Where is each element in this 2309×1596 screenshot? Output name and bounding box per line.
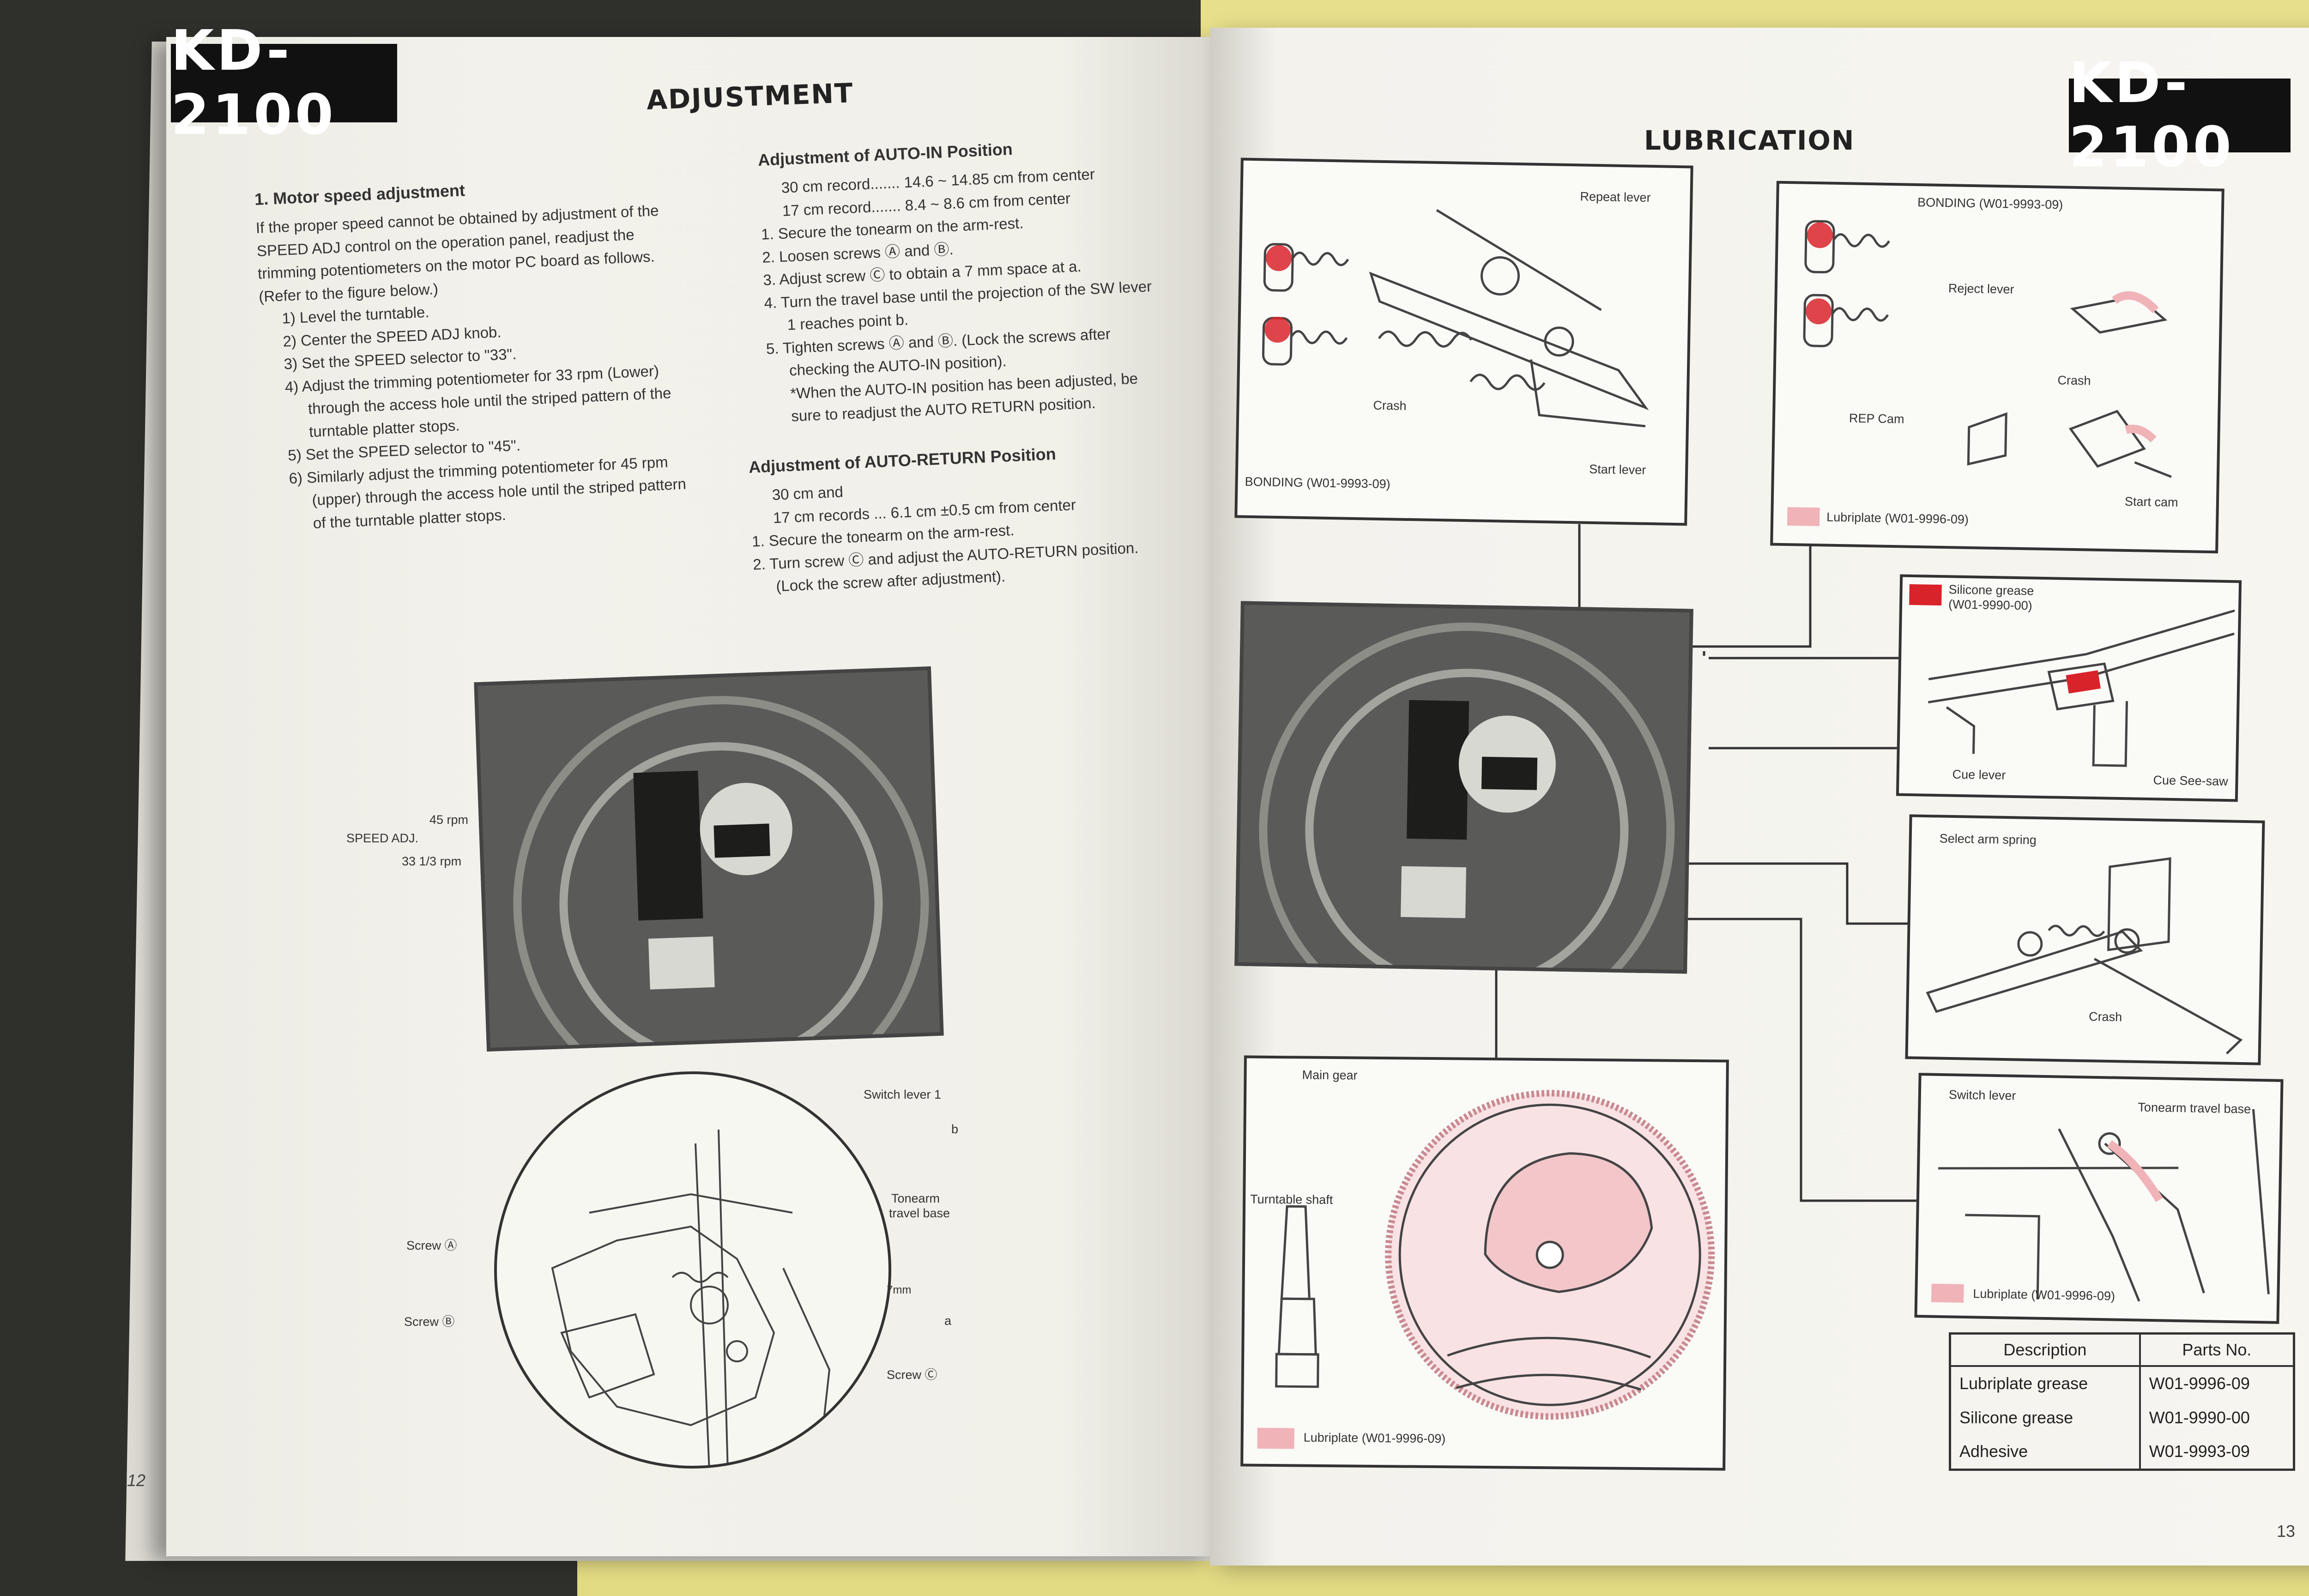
main-gear-drawing [1275,1090,1715,1420]
cue-seesaw-label: Cue See-saw [2153,773,2228,789]
tonearm-label-2: travel base [889,1206,950,1220]
switch-lever-drawing [1938,1109,2270,1302]
repeat-lever-drawing [1262,209,1649,428]
lubrication-box-reject-lever: BONDING (W01-9993-09) Reject lever Crash… [1770,181,2224,554]
table-cell: W01-9993-09 [2139,1434,2294,1470]
start-cam-label: Start cam [2124,494,2178,509]
lubriplate-swatch-box5 [1931,1283,1964,1303]
switch-lever-detail-drawing [551,1129,831,1466]
lubriplate-swatch-box6 [1257,1427,1294,1449]
table-cell: Adhesive [1959,1442,2028,1461]
parts-table-header: Parts No. [2139,1333,2294,1367]
table-row: Silicone grease W01-9990-00 [1950,1401,2294,1435]
lubriplate-label-box6: Lubriplate (W01-9996-09) [1303,1430,1446,1446]
parts-table: Description Parts No. Lubriplate grease … [1949,1332,2295,1471]
table-cell: W01-9996-09 [2139,1366,2294,1401]
speed-adj-label: SPEED ADJ. [346,831,419,845]
select-arm-spring-label: Select arm spring [1939,831,2037,847]
cue-lever-drawing [1928,609,2235,767]
lubriplate-swatch-box2 [1787,507,1820,526]
start-lever-label: Start lever [1589,462,1646,477]
table-cell: Silicone grease [1959,1408,2073,1427]
point-b-label: b [951,1122,959,1136]
switch-lever-label-box5: Switch lever [1948,1088,2016,1103]
screw-c-label: Screw Ⓒ [887,1368,937,1382]
parts-table-header: Description [1950,1333,2140,1367]
rpm33-label: 33 1/3 rpm [402,854,462,868]
pc-board [648,936,715,990]
table-cell: W01-9990-00 [2139,1401,2294,1435]
lubrication-box-cue-lever: Silicone grease (W01-9990-00) Cue lever … [1896,574,2242,802]
motor-speed-section: 1. Motor speed adjustment If the proper … [254,167,740,537]
model-tab-right: KD-2100 [2069,51,2291,180]
lubrication-title: LUBRICATION [1644,125,1855,156]
point-a-label: a [944,1314,952,1328]
lubriplate-label-box5: Lubriplate (W01-9996-09) [1973,1287,2116,1303]
table-row: Adhesive W01-9993-09 [1950,1434,2294,1470]
lubriplate-label-box2: Lubriplate (W01-9996-09) [1826,510,1969,526]
lubrication-box-repeat-lever: Repeat lever Crash BONDING (W01-9993-09)… [1234,157,1693,526]
switch-lever-label: Switch lever 1 [864,1088,942,1101]
crash-label-box1: Crash [1373,398,1407,413]
silicone-label-2: (W01-9990-00) [1948,597,2032,613]
lubrication-box-select-arm: Select arm spring Crash [1905,814,2265,1065]
reject-lever-drawing [1803,220,2172,478]
pc-board [1401,866,1466,919]
auto-in-section: Adjustment of AUTO-IN Position 30 cm rec… [757,128,1213,429]
select-arm-drawing [1926,857,2243,1055]
model-tab-left: KD-2100 [171,19,397,147]
lubrication-box-main-gear: Main gear Turntable shaft Lubriplate (W0… [1240,1055,1729,1471]
cam-arm [713,823,770,858]
main-gear-label: Main gear [1302,1068,1358,1082]
page-number-right: 13 [2277,1522,2296,1541]
turntable-chassis-photo-right [1234,601,1693,974]
table-cell: Lubriplate grease [1959,1374,2088,1393]
motor-board [633,770,703,921]
turntable-shaft-label: Turntable shaft [1250,1192,1333,1207]
bonding-label-box2: BONDING (W01-9993-09) [1917,195,2063,212]
tonearm-label-1: Tonearm [891,1191,940,1205]
background-yellow-paper-bottom [577,1561,2309,1596]
seven-mm-label: 7mm [887,1284,912,1296]
silicone-label-1: Silicone grease [1948,582,2034,598]
repeat-lever-label: Repeat lever [1580,189,1651,205]
screw-b-label: Screw Ⓑ [404,1315,455,1329]
bonding-label-box1: BONDING (W01-9993-09) [1245,474,1390,491]
page-number-left: 12 [127,1471,146,1490]
rpm45-label: 45 rpm [429,813,469,827]
turntable-chassis-photo-left [474,666,944,1052]
cue-lever-label: Cue lever [1952,767,2006,782]
crash-label-box4: Crash [2088,1010,2122,1024]
rep-cam-label: REP Cam [1849,411,1904,426]
screw-a-label: Screw Ⓐ [406,1239,457,1252]
parts-table-header-row: Description Parts No. [1950,1333,2294,1367]
switch-lever-detail-circle [494,1071,891,1469]
reject-lever-label: Reject lever [1948,281,2014,296]
tonearm-travel-base-label: Tonearm travel base [2138,1100,2251,1116]
crash-label-box2: Crash [2057,373,2091,388]
silicone-swatch [1909,584,1942,606]
auto-return-section: Adjustment of AUTO-RETURN Position 30 cm… [748,435,1207,598]
table-row: Lubriplate grease W01-9996-09 [1950,1366,2294,1401]
lubrication-box-switch-lever: Switch lever Tonearm travel base Lubripl… [1914,1073,2284,1324]
cam-arm [1481,756,1538,790]
